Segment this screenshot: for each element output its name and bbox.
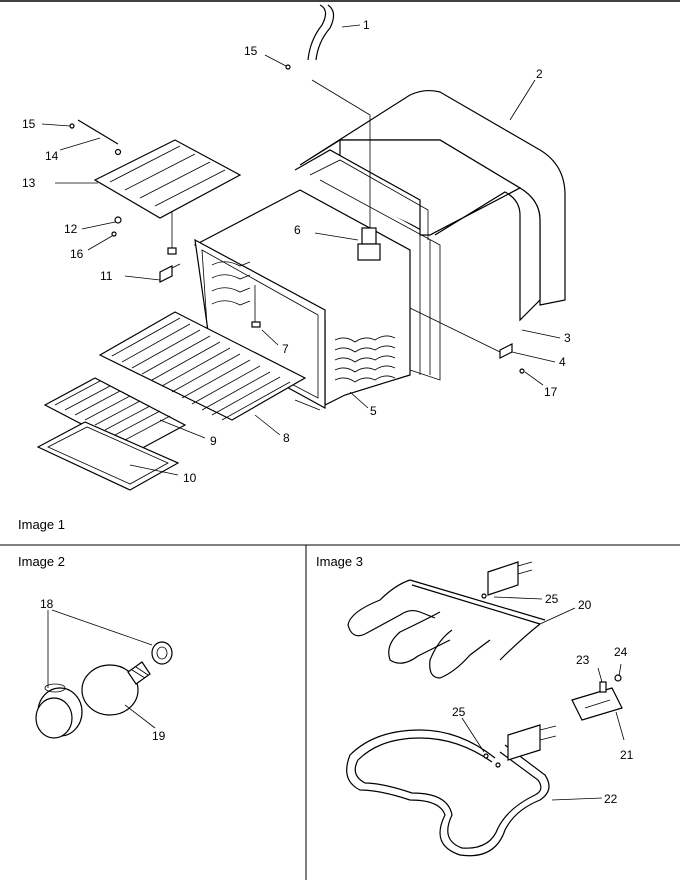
callout-11: 11: [100, 269, 113, 283]
callout-10: 10: [183, 471, 197, 485]
callout-13: 13: [22, 176, 36, 190]
light-lens-18: [35, 683, 83, 739]
screw-25: [481, 593, 489, 759]
callout-7: 7: [282, 342, 289, 356]
bracket-11: [159, 263, 181, 283]
oven-cavity-front-frame: [193, 189, 411, 411]
oven-insulation-wrap: [294, 89, 566, 381]
callout-15-top: 15: [244, 44, 258, 58]
tube-1-and-thermostat-6: [307, 4, 381, 261]
callout-2: 2: [536, 67, 543, 81]
callout-6: 6: [294, 223, 301, 237]
callout-23: 23: [576, 653, 590, 667]
panel-label-image-3: Image 3: [316, 554, 363, 569]
callout-4: 4: [559, 355, 566, 369]
terminal-block-21: [571, 674, 623, 721]
callout-25-top: 25: [545, 592, 559, 606]
broil-pan-10: [36, 421, 180, 491]
sensor-4: [409, 307, 513, 359]
callout-15-left: 15: [22, 117, 36, 131]
callout-5: 5: [370, 404, 377, 418]
callout-24: 24: [614, 645, 628, 659]
light-bulb-19: [81, 661, 151, 716]
callout-22: 22: [604, 792, 618, 806]
callout-leaders-image3: [461, 596, 625, 801]
callout-12: 12: [64, 222, 78, 236]
callout-16: 16: [70, 247, 84, 261]
callout-3: 3: [564, 331, 571, 345]
callout-17: 17: [544, 385, 558, 399]
callout-leaders-image2: [47, 609, 156, 729]
callout-numbers: 1 2 3 4 5 6 7 8 9 10 11 12 13 14 15 15 1…: [22, 18, 634, 806]
callout-leaders-image1: [41, 24, 561, 476]
callout-8: 8: [283, 431, 290, 445]
callout-21: 21: [620, 748, 634, 762]
callout-25-bottom: 25: [452, 705, 466, 719]
panel-label-image-2: Image 2: [18, 554, 65, 569]
broil-element-20: [347, 561, 546, 679]
light-socket-18: [151, 641, 173, 665]
bracket-14: [77, 119, 122, 156]
bake-element-22: [346, 724, 557, 857]
screw-parts: [69, 64, 525, 374]
panel-label-image-1: Image 1: [18, 517, 65, 532]
callout-14: 14: [45, 149, 59, 163]
callout-20: 20: [578, 598, 592, 612]
callout-19: 19: [152, 729, 166, 743]
oven-rack-8: [98, 311, 307, 421]
callout-9: 9: [210, 434, 217, 448]
callout-1: 1: [363, 18, 370, 32]
callout-18: 18: [40, 597, 54, 611]
bake-element-shield-13: [93, 139, 242, 255]
